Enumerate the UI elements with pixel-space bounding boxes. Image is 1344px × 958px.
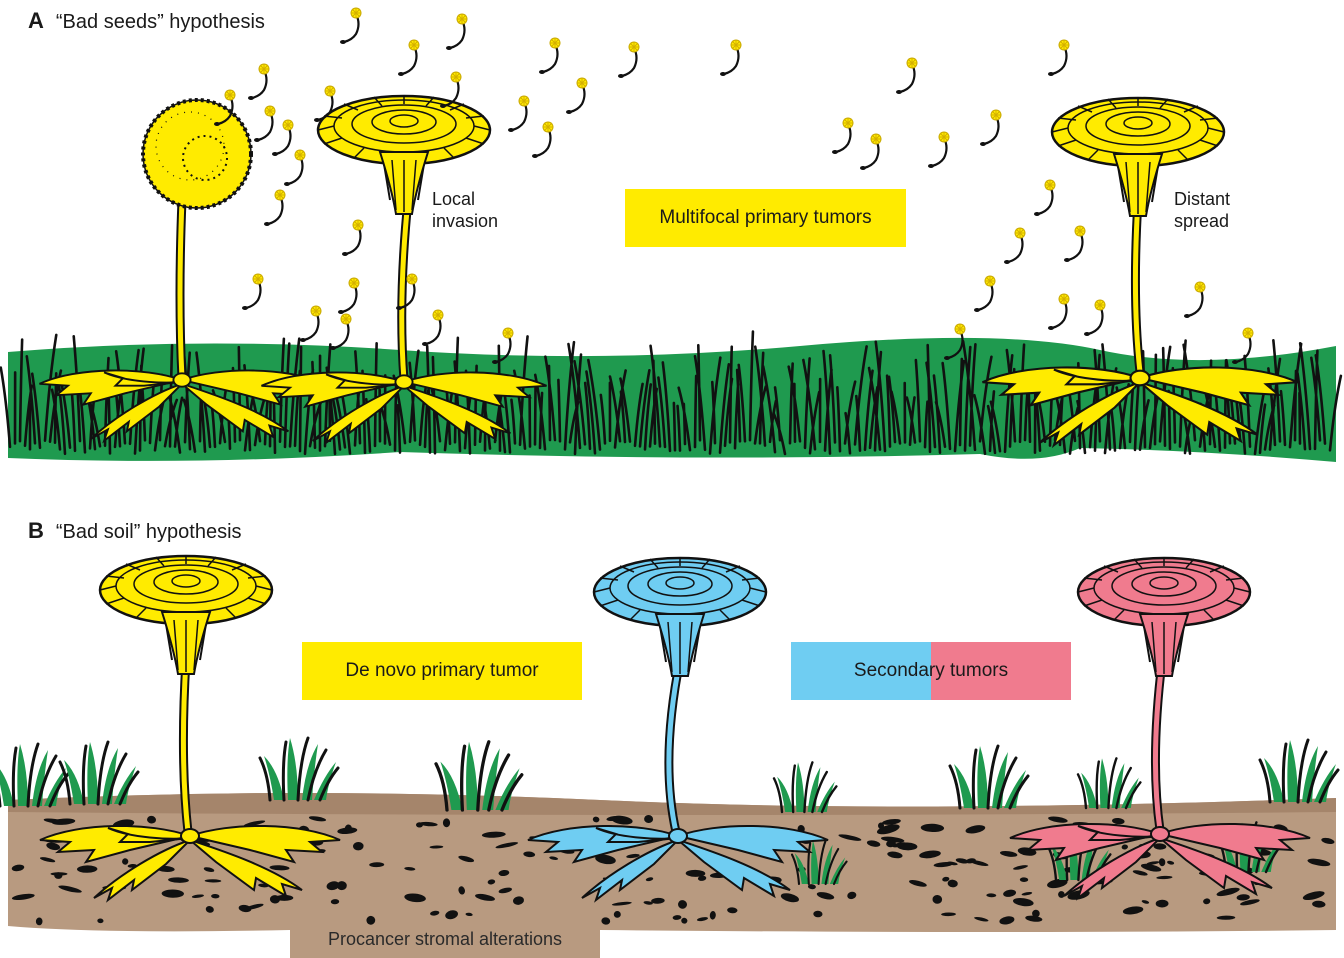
dandelion-seed-icon xyxy=(1048,294,1069,330)
dandelion-seed-icon xyxy=(284,150,305,186)
dandelion-seed-icon xyxy=(860,134,881,170)
local-invasion-line-2: invasion xyxy=(432,210,498,232)
dandelion-seed-icon xyxy=(1004,228,1025,264)
dandelion-seed-icon xyxy=(254,106,275,142)
dandelion-seed-icon xyxy=(446,14,467,50)
dandelion-seed-icon xyxy=(1048,40,1069,76)
panel-b-heading: B “Bad soil” hypothesis xyxy=(28,518,242,544)
dandelion-seed-icon xyxy=(248,64,269,100)
panel-b-letter: B xyxy=(28,518,44,544)
de-novo-primary-tumor-box: De novo primary tumor xyxy=(302,642,582,700)
panel-b-title: “Bad soil” hypothesis xyxy=(56,521,242,544)
local-invasion-line-1: Local xyxy=(432,188,498,210)
dandelion-seed-icon xyxy=(422,310,443,346)
dandelion-seed-icon xyxy=(398,40,419,76)
de-novo-primary-tumor-label: De novo primary tumor xyxy=(345,660,538,682)
dandelion-seed-icon xyxy=(974,276,995,312)
dandelion-seed-icon xyxy=(1184,282,1205,318)
dandelion-seed-icon xyxy=(272,120,293,156)
dandelion-seed-icon xyxy=(340,8,361,44)
procancer-stromal-label: Procancer stromal alterations xyxy=(290,924,600,954)
dandelion-seed-icon xyxy=(264,190,285,226)
local-invasion-label: Local invasion xyxy=(432,188,498,232)
dandelion-seed-icon xyxy=(214,8,1253,364)
dandelion-seed-icon xyxy=(896,58,917,94)
dandelion-seed-icon xyxy=(1034,180,1055,216)
multifocal-primary-tumors-box: Multifocal primary tumors xyxy=(625,189,906,247)
secondary-tumors-box: Secondary tumors xyxy=(791,642,1071,700)
dandelion-seed-icon xyxy=(720,40,741,76)
panel-a-letter: A xyxy=(28,8,44,34)
distant-spread-line-1: Distant xyxy=(1174,188,1230,210)
procancer-stromal-text: Procancer stromal alterations xyxy=(328,929,562,950)
dandelion-seed-icon xyxy=(1064,226,1085,262)
panel-a-title: “Bad seeds” hypothesis xyxy=(56,11,265,34)
multifocal-primary-tumors-label: Multifocal primary tumors xyxy=(659,207,871,229)
dandelion-seed-icon xyxy=(928,132,949,168)
dandelion-seed-icon xyxy=(1084,300,1105,336)
dandelion-seed-icon xyxy=(539,38,560,74)
dandelion-seed-icon xyxy=(242,274,263,310)
dandelion-seed-icon xyxy=(508,96,529,132)
dandelion-seed-icon xyxy=(832,118,853,154)
panel-a-heading: A “Bad seeds” hypothesis xyxy=(28,8,265,34)
dandelion-seed-icon xyxy=(566,78,587,114)
dandelion-seed-icon xyxy=(342,220,363,256)
dandelion-seed-icon xyxy=(618,42,639,78)
dandelion-seed-icon xyxy=(300,306,321,342)
dandelion-seed-icon xyxy=(338,278,359,314)
dandelion-seed-icon xyxy=(980,110,1001,146)
dandelion-seed-icon xyxy=(532,122,553,158)
distant-spread-label: Distant spread xyxy=(1174,188,1230,232)
dandelion-seed-icon xyxy=(330,314,351,350)
secondary-tumors-label: Secondary tumors xyxy=(854,660,1008,682)
distant-spread-line-2: spread xyxy=(1174,210,1230,232)
